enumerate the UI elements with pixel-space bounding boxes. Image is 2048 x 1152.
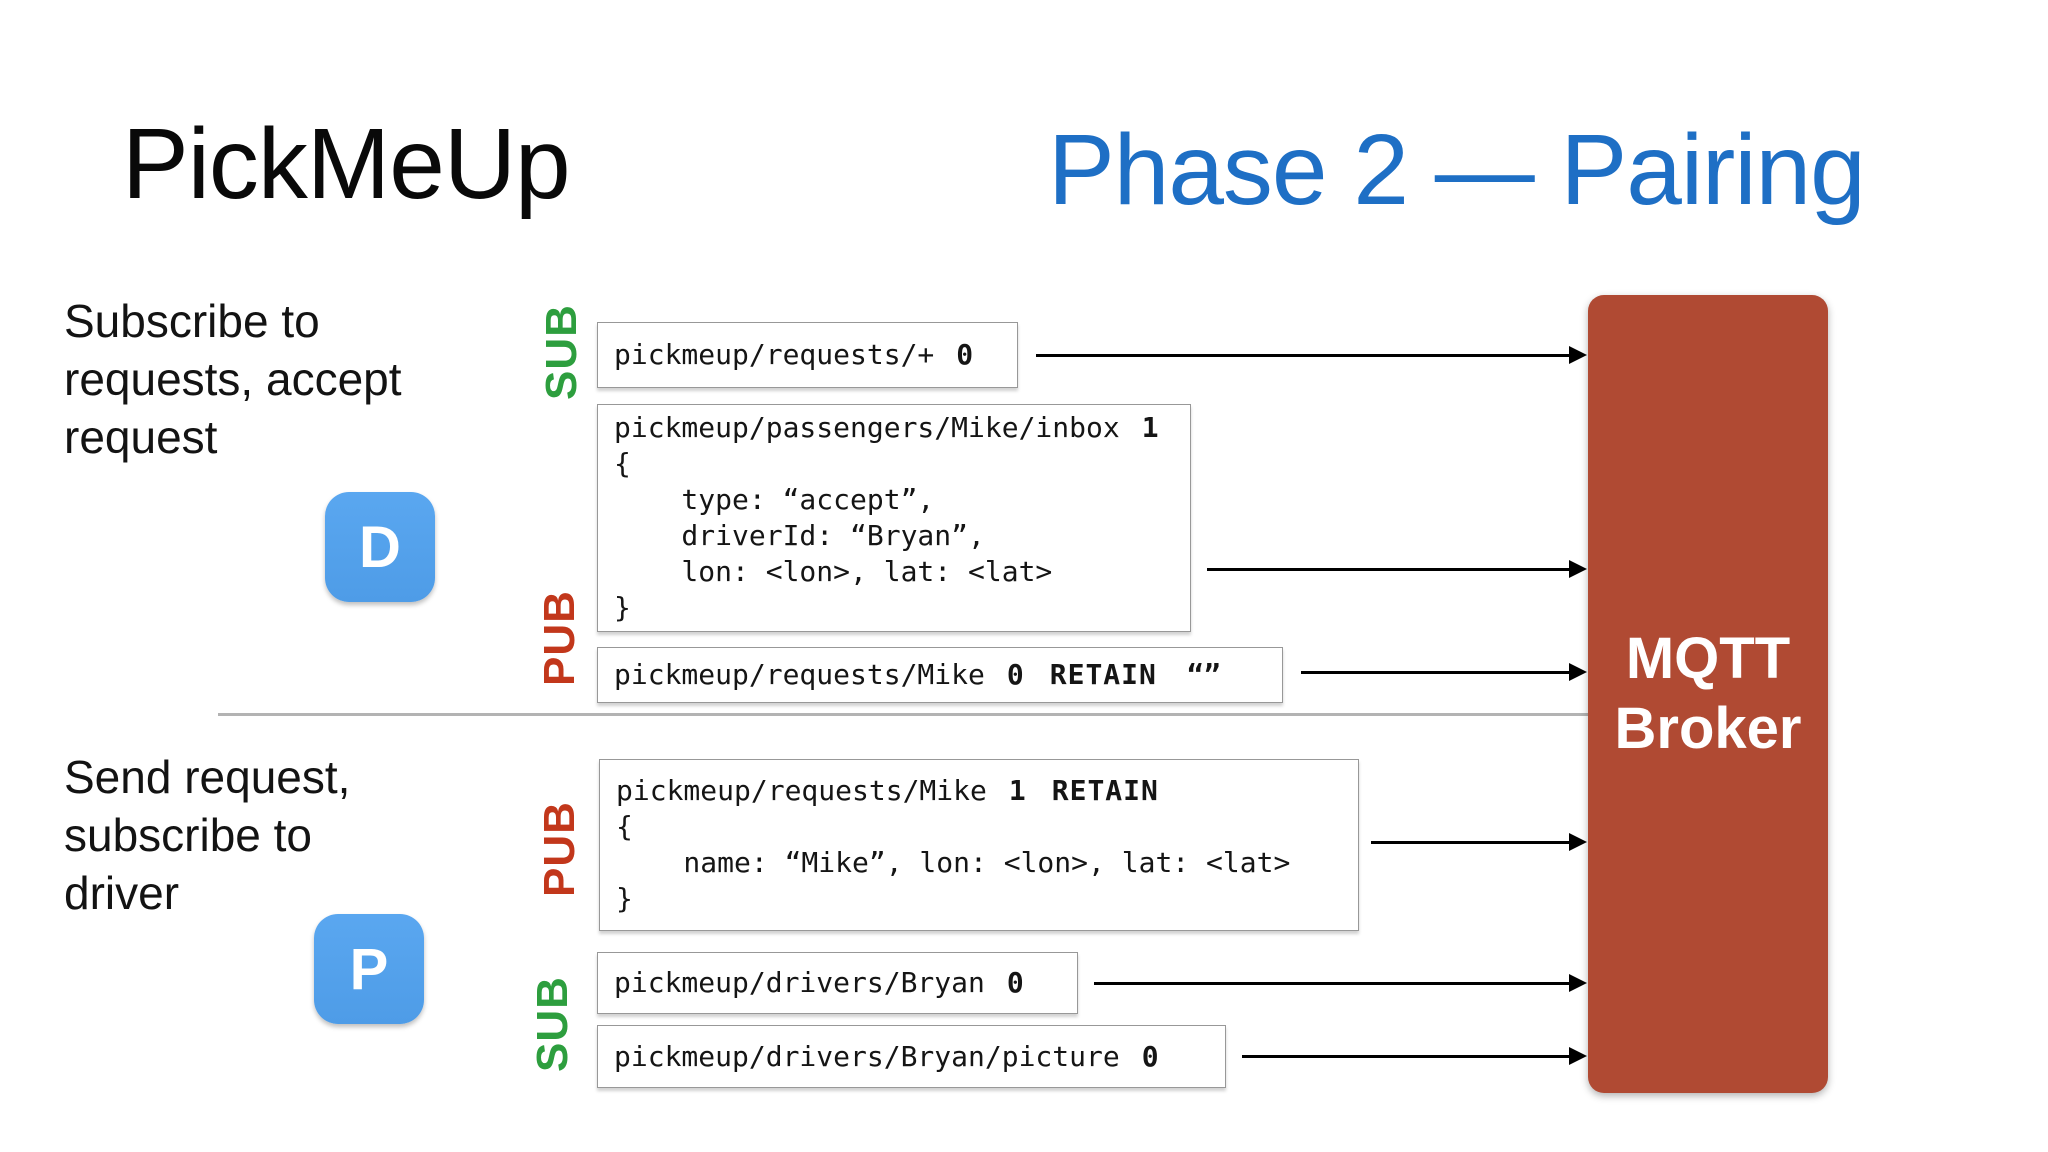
message-box-accept-publish: pickmeup/passengers/Mike/inbox 1 { type: … — [597, 404, 1191, 632]
payload-json: { name: “Mike”, lon: <lon>, lat: <lat> } — [616, 810, 1291, 915]
sub-label-text: SUB — [537, 304, 586, 400]
payload-json: { type: “accept”, driverId: “Bryan”, lon… — [614, 447, 1053, 624]
passenger-description: Send request, subscribe to driver — [64, 751, 351, 919]
topic-text: pickmeup/drivers/Bryan/picture — [614, 1039, 1120, 1073]
arrow-to-broker — [1242, 1047, 1587, 1065]
qos-value: 0 — [1006, 966, 1024, 999]
message-box-subscribe-driver-picture: pickmeup/drivers/Bryan/picture 0 — [597, 1025, 1226, 1088]
driver-badge: D — [325, 492, 435, 602]
passenger-pub-label: PUB — [534, 792, 586, 906]
pub-label-text: PUB — [535, 801, 584, 897]
message-box-clear-request: pickmeup/requests/Mike 0 RETAIN “” — [597, 647, 1283, 703]
sub-label-text: SUB — [528, 976, 577, 1072]
retain-flag: RETAIN — [1049, 658, 1157, 691]
qos-value: 0 — [1006, 658, 1024, 691]
driver-pub-label: PUB — [534, 582, 586, 694]
arrow-to-broker — [1207, 560, 1587, 578]
message-box-send-request: pickmeup/requests/Mike 1 RETAIN { name: “M… — [599, 759, 1359, 931]
topic-text: pickmeup/requests/+ — [614, 338, 935, 371]
arrow-to-broker — [1094, 974, 1587, 992]
topic-text: pickmeup/requests/Mike — [614, 658, 985, 691]
arrow-to-broker — [1371, 833, 1587, 851]
topic-text: pickmeup/drivers/Bryan — [614, 966, 985, 999]
mqtt-broker-node: MQTT Broker — [1588, 295, 1828, 1093]
passenger-sub-label: SUB — [527, 966, 579, 1082]
driver-badge-letter: D — [359, 514, 401, 580]
pub-label-text: PUB — [535, 590, 584, 686]
message-box-subscribe-requests: pickmeup/requests/+ 0 — [597, 322, 1018, 388]
app-title: PickMeUp — [122, 108, 571, 220]
mqtt-broker-label: MQTT Broker — [1614, 626, 1802, 761]
qos-value: 0 — [956, 338, 974, 371]
topic-text: pickmeup/requests/Mike — [616, 774, 987, 807]
driver-sub-label: SUB — [536, 296, 588, 408]
phase-title: Phase 2 — Pairing — [1048, 114, 1866, 226]
empty-payload: “” — [1186, 658, 1221, 691]
passenger-badge-letter: P — [349, 936, 389, 1002]
arrow-to-broker — [1301, 663, 1587, 681]
arrow-to-broker — [1036, 346, 1587, 364]
driver-description: Subscribe to requests, accept request — [64, 295, 402, 463]
retain-flag: RETAIN — [1051, 774, 1159, 807]
qos-value: 1 — [1008, 774, 1026, 807]
qos-value: 1 — [1141, 411, 1159, 444]
qos-value: 0 — [1141, 1039, 1159, 1073]
message-box-subscribe-driver: pickmeup/drivers/Bryan 0 — [597, 952, 1078, 1014]
topic-text: pickmeup/passengers/Mike/inbox — [614, 411, 1120, 444]
passenger-badge: P — [314, 914, 424, 1024]
section-divider — [218, 713, 1592, 716]
